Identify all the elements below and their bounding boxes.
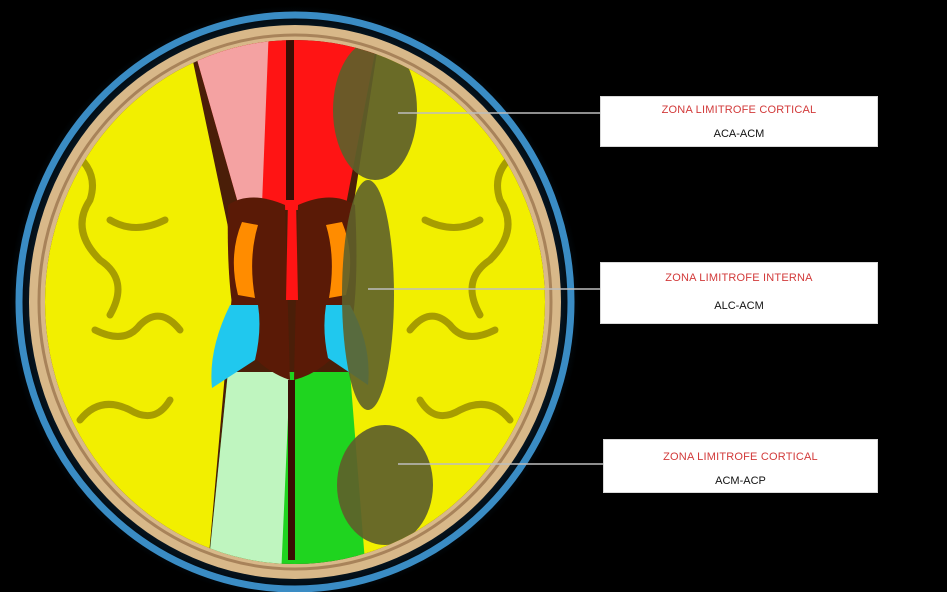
annotation-title: ZONA LIMITROFE INTERNA (601, 272, 877, 284)
occipital-fissure (288, 380, 295, 560)
annotation-box-internal: ZONA LIMITROFE INTERNA ALC-ACM (600, 262, 878, 324)
frontal-fissure (286, 30, 294, 200)
annotation-title: ZONA LIMITROFE CORTICAL (604, 451, 877, 463)
annotation-box-anterior-cortical: ZONA LIMITROFE CORTICAL ACA-ACM (600, 96, 878, 147)
watershed-post-cortical (337, 425, 433, 545)
annotation-subtitle: ACA-ACM (601, 128, 877, 140)
annotation-title: ZONA LIMITROFE CORTICAL (601, 104, 877, 116)
annotation-subtitle: ACM-ACP (604, 475, 877, 487)
septum (286, 200, 298, 300)
annotation-subtitle: ALC-ACM (601, 300, 877, 312)
watershed-internal (342, 180, 394, 410)
annotation-box-posterior-cortical: ZONA LIMITROFE CORTICAL ACM-ACP (603, 439, 878, 493)
